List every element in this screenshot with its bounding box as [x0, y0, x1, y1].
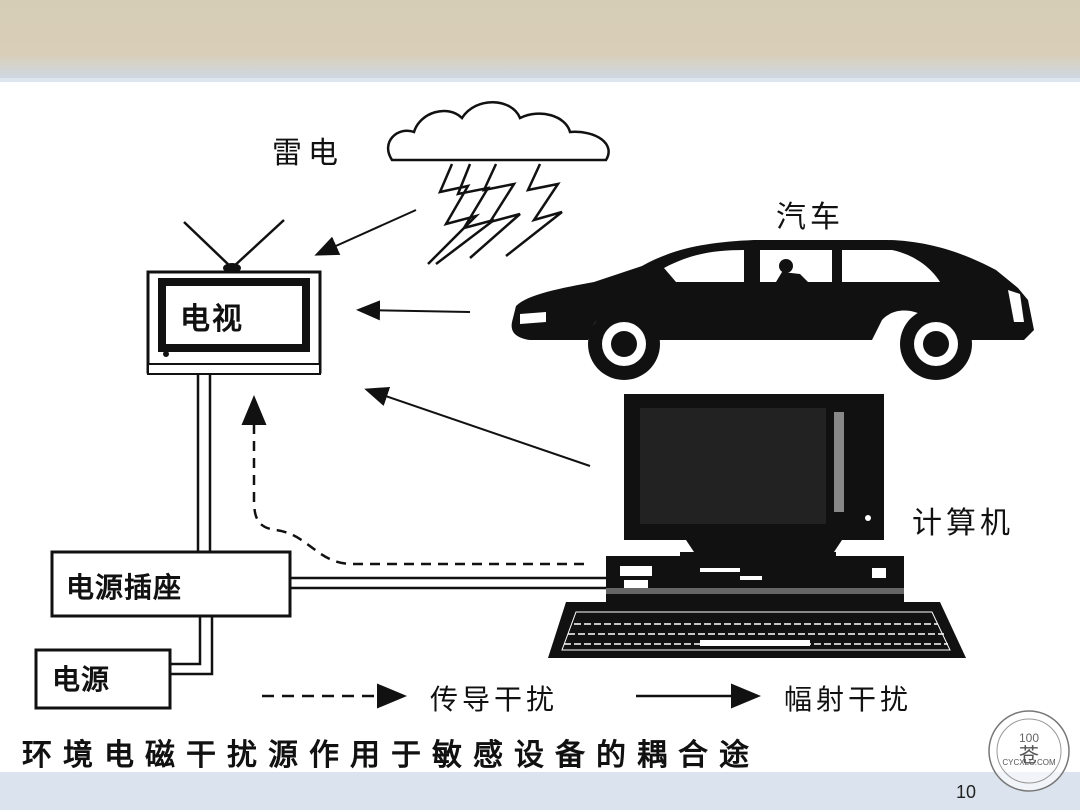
slide — [0, 82, 1080, 772]
footer-band — [0, 772, 1080, 810]
label-socket: 电源插座 — [66, 571, 183, 604]
car-icon — [511, 240, 1034, 380]
legend-conducted-label: 传导干扰 — [430, 683, 559, 716]
page-number: 10 — [956, 782, 977, 802]
label-car: 汽车 — [776, 200, 844, 235]
diagram-caption: 环境电磁干扰源作用于敏感设备的耦合途 — [22, 738, 760, 773]
arrow-computer-to-tv — [364, 387, 591, 467]
legend-radiated-label: 幅射干扰 — [784, 683, 913, 716]
system-unit-icon — [606, 556, 904, 604]
tv-cable — [196, 374, 212, 554]
coupling-diagram — [34, 101, 1034, 710]
cloud-icon — [386, 101, 610, 162]
label-power: 电源 — [52, 663, 111, 696]
arrow-lightning-to-tv — [314, 209, 417, 256]
lightning-icon — [427, 163, 563, 265]
keyboard-icon — [548, 602, 966, 658]
label-tv: 电视 — [180, 302, 244, 337]
header-band — [0, 0, 1080, 78]
socket-box — [50, 550, 292, 618]
arrow-car-to-tv — [356, 300, 471, 321]
conducted-path — [241, 395, 584, 566]
watermark-seal-icon: 100 苍 — [988, 710, 1070, 792]
monitor-icon — [624, 394, 884, 560]
label-computer: 计算机 — [912, 506, 1014, 541]
watermark-text: CYCXLC.COM — [1002, 758, 1056, 767]
power-cable — [170, 616, 214, 676]
computer-cable — [290, 576, 606, 590]
svg-text:100: 100 — [1019, 731, 1039, 745]
svg-text:苍: 苍 — [1019, 743, 1039, 767]
tv-icon — [146, 219, 322, 375]
label-lightning: 雷电 — [272, 136, 344, 171]
power-box — [34, 648, 172, 710]
